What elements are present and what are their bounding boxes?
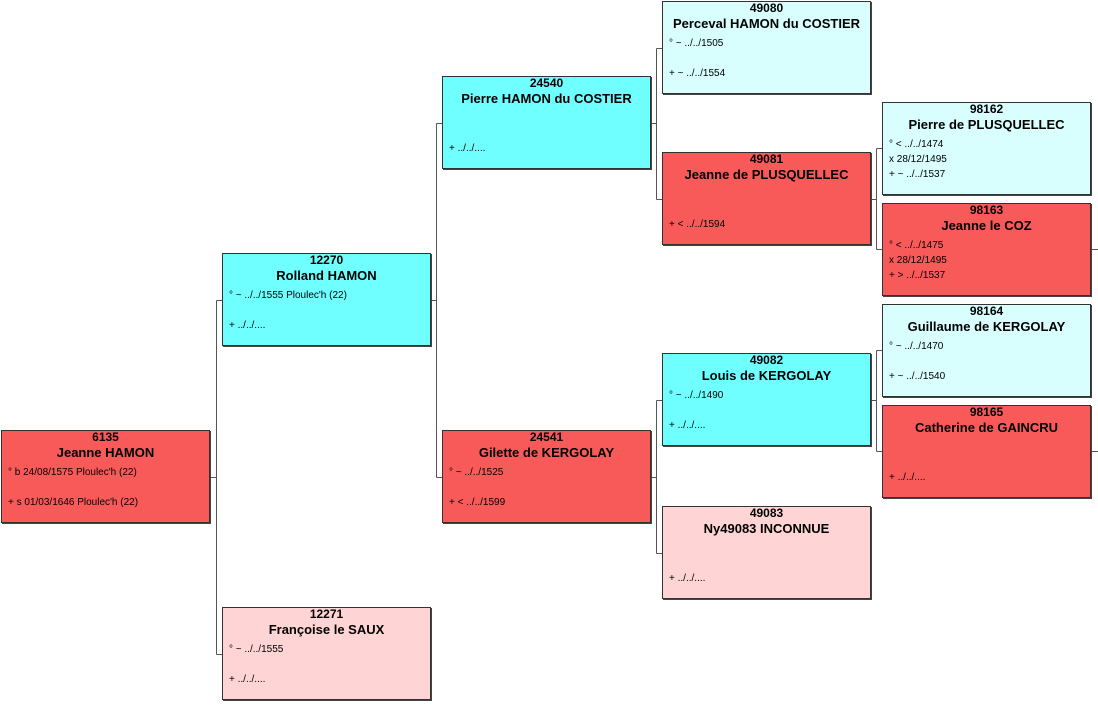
person-card-24540[interactable]: 24540 Pierre HAMON du COSTIER + ../../..… — [442, 76, 651, 169]
death-event: + s 01/03/1646 Ploulec'h (22) — [8, 497, 139, 508]
person-card-12270[interactable]: 12270 Rolland HAMON ° ~ ../../1555 Ploul… — [222, 253, 431, 346]
death-event: + ../../.... — [669, 420, 706, 431]
sosa-number: 98165 — [969, 405, 1004, 419]
person-name: Françoise le SAUX — [268, 622, 385, 637]
person-name: Catherine de GAINCRU — [914, 420, 1059, 435]
death-event: + > ../../1537 — [889, 270, 946, 281]
death-event: + ../../.... — [889, 472, 926, 483]
person-name: Rolland HAMON — [276, 268, 377, 283]
sosa-number: 49081 — [749, 152, 784, 166]
birth-event: ° < ../../1474 — [889, 139, 944, 150]
death-event: + ~ ../../1537 — [889, 169, 946, 180]
death-event: + ../../.... — [229, 320, 266, 331]
person-card-12271[interactable]: 12271 Françoise le SAUX ° ~ ../../1555 +… — [222, 607, 431, 700]
sosa-number: 24540 — [529, 76, 564, 90]
death-event: + ~ ../../1540 — [889, 371, 946, 382]
person-name: Jeanne le COZ — [941, 218, 1032, 233]
death-event: + < ../../1594 — [669, 219, 726, 230]
marriage-event: x 28/12/1495 — [889, 154, 947, 165]
person-name: Perceval HAMON du COSTIER — [672, 16, 861, 31]
sosa-number: 49080 — [749, 1, 784, 15]
person-name: Louis de KERGOLAY — [701, 368, 832, 383]
person-name: Pierre HAMON du COSTIER — [461, 91, 632, 106]
person-card-24541[interactable]: 24541 Gilette de KERGOLAY ° ~ ../../1525… — [442, 430, 651, 523]
death-event: + ../../.... — [669, 573, 706, 584]
death-event: + < ../../1599 — [449, 497, 506, 508]
person-name: Guillaume de KERGOLAY — [907, 319, 1066, 334]
person-card-98165[interactable]: 98165 Catherine de GAINCRU + ../../.... — [882, 405, 1091, 498]
sosa-number: 98162 — [969, 102, 1004, 116]
person-card-6135[interactable]: 6135 Jeanne HAMON ° b 24/08/1575 Ploulec… — [1, 430, 210, 523]
person-name: Pierre de PLUSQUELLEC — [908, 117, 1065, 132]
birth-event: ° ~ ../../1490 — [669, 390, 724, 401]
sosa-number: 98164 — [969, 304, 1004, 318]
sosa-number: 24541 — [529, 430, 564, 444]
sosa-number: 12271 — [309, 607, 344, 621]
death-event: + ../../.... — [229, 674, 266, 685]
person-card-49082[interactable]: 49082 Louis de KERGOLAY ° ~ ../../1490 +… — [662, 353, 871, 446]
person-card-98164[interactable]: 98164 Guillaume de KERGOLAY ° ~ ../../14… — [882, 304, 1091, 397]
person-card-49083[interactable]: 49083 Ny49083 INCONNUE + ../../.... — [662, 506, 871, 599]
sosa-number: 6135 — [92, 430, 119, 444]
death-event: + ~ ../../1554 — [669, 68, 726, 79]
birth-event: ° < ../../1475 — [889, 240, 944, 251]
person-name: Jeanne de PLUSQUELLEC — [684, 167, 849, 182]
person-card-98162[interactable]: 98162 Pierre de PLUSQUELLEC ° < ../../14… — [882, 102, 1091, 195]
person-name: Gilette de KERGOLAY — [478, 445, 615, 460]
sosa-number: 49082 — [749, 353, 784, 367]
death-event: + ../../.... — [449, 143, 486, 154]
person-card-49080[interactable]: 49080 Perceval HAMON du COSTIER ° ~ ../.… — [662, 1, 871, 94]
birth-event: ° ~ ../../1555 Ploulec'h (22) — [229, 290, 347, 301]
birth-event: ° b 24/08/1575 Ploulec'h (22) — [8, 467, 137, 478]
birth-event: ° ~ ../../1470 — [889, 341, 944, 352]
birth-event: ° ~ ../../1555 — [229, 644, 284, 655]
person-card-49081[interactable]: 49081 Jeanne de PLUSQUELLEC + < ../../15… — [662, 152, 871, 245]
birth-event: ° ~ ../../1525 — [449, 467, 504, 478]
sosa-number: 12270 — [309, 253, 344, 267]
person-card-98163[interactable]: 98163 Jeanne le COZ ° < ../../1475 x 28/… — [882, 203, 1091, 296]
marriage-event: x 28/12/1495 — [889, 255, 947, 266]
sosa-number: 98163 — [969, 203, 1004, 217]
person-name: Ny49083 INCONNUE — [703, 521, 830, 536]
birth-event: ° ~ ../../1505 — [669, 38, 724, 49]
person-name: Jeanne HAMON — [56, 445, 155, 460]
sosa-number: 49083 — [749, 506, 784, 520]
